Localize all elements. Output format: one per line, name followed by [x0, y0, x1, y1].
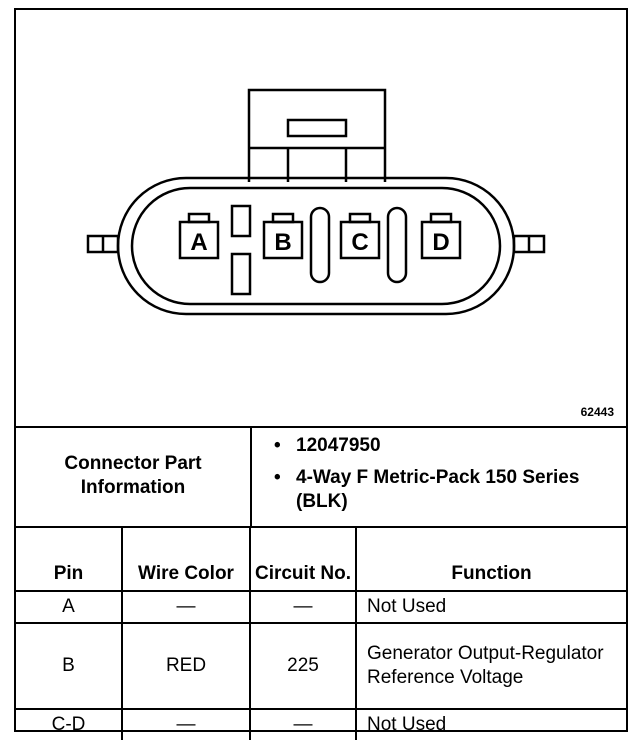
connector-info-values: 12047950 4-Way F Metric-Pack 150 Series …: [252, 434, 622, 522]
header-wire-color: Wire Color: [121, 526, 251, 592]
part-number: 12047950: [274, 434, 622, 458]
header-circuit-no: Circuit No.: [249, 526, 357, 592]
cell-circuit: —: [249, 590, 357, 624]
cell-wire-color: RED: [121, 622, 251, 710]
pin-table: Pin Wire Color Circuit No. Function A — …: [16, 526, 626, 740]
separator-oval-2: [386, 206, 408, 284]
connector-info-section: Connector Part Information 12047950 4-Wa…: [16, 426, 626, 528]
separator-oval-1: [309, 206, 331, 284]
cell-pin: C-D: [16, 708, 123, 740]
connector-drawing: A B C D 62443: [16, 10, 626, 428]
connector-info-label: Connector Part Information: [16, 426, 252, 526]
cavity-d: [420, 212, 462, 260]
connector-diagram: A B C D: [86, 88, 546, 316]
cell-wire-color: —: [121, 590, 251, 624]
cavity-a: [178, 212, 220, 260]
key-slot-upper: [230, 204, 252, 238]
header-pin: Pin: [16, 526, 123, 592]
tab-latch: [286, 118, 348, 138]
locking-tab: [247, 88, 387, 182]
cell-circuit: 225: [249, 622, 357, 710]
connector-info-list: 12047950 4-Way F Metric-Pack 150 Series …: [252, 434, 622, 514]
key-slot-lower: [230, 252, 252, 296]
table-row: A — — Not Used: [16, 590, 626, 624]
connector-document: A B C D 62443 Connector Part Information…: [14, 8, 628, 740]
table-header-row: Pin Wire Color Circuit No. Function: [16, 526, 626, 592]
table-row: C-D — — Not Used: [16, 708, 626, 740]
connector-body-inner: [130, 186, 502, 306]
figure-number: 62443: [580, 405, 614, 419]
cell-pin: B: [16, 622, 123, 710]
pin-label-b: B: [274, 229, 291, 256]
pin-label-a: A: [190, 229, 207, 256]
header-function: Function: [355, 526, 626, 592]
cavity-c: [339, 212, 381, 260]
pin-label-d: D: [432, 229, 449, 256]
pin-label-c: C: [351, 229, 368, 256]
cavity-b: [262, 212, 304, 260]
cell-function: Generator Output-Regulator Reference Vol…: [355, 622, 626, 710]
connector-description: 4-Way F Metric-Pack 150 Series (BLK): [274, 466, 622, 514]
table-row: B RED 225 Generator Output-Regulator Ref…: [16, 622, 626, 710]
cell-function: Not Used: [355, 708, 626, 740]
cell-function: Not Used: [355, 590, 626, 624]
cell-wire-color: —: [121, 708, 251, 740]
connector-body-outer: [116, 176, 516, 316]
cell-circuit: —: [249, 708, 357, 740]
cell-pin: A: [16, 590, 123, 624]
